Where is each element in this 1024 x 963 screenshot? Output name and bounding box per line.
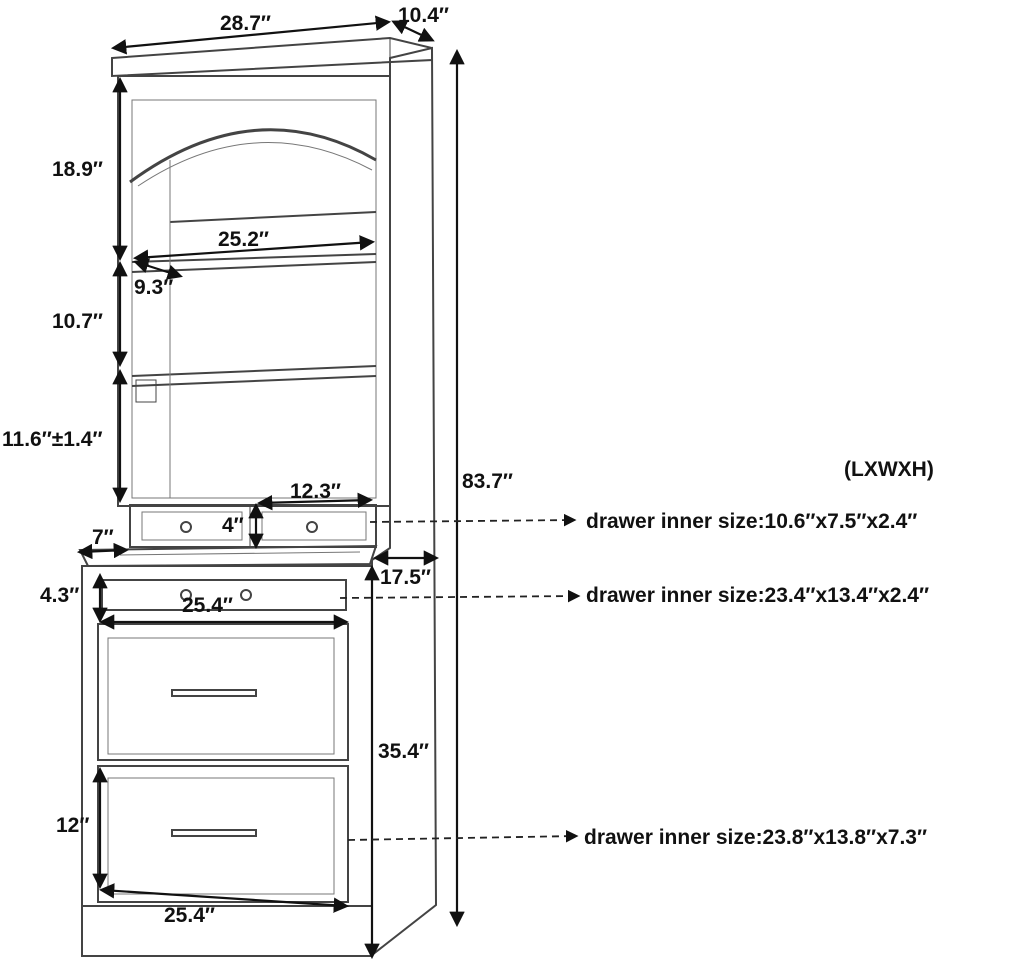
shelf-width-label: 25.2″ bbox=[218, 228, 269, 251]
small-drawer-width-label: 12.3″ bbox=[290, 480, 341, 503]
file-drawer-width-label: 25.4″ bbox=[164, 904, 215, 927]
upper-section-height-label: 18.9″ bbox=[52, 158, 103, 181]
drawer-note-middle: drawer inner size:23.4″x13.4″x2.4″ bbox=[586, 584, 929, 607]
total-height-label: 83.7″ bbox=[462, 470, 513, 493]
file-drawer-height-label: 12″ bbox=[56, 814, 89, 837]
dimension-arrows bbox=[76, 15, 465, 960]
small-drawer-height-label: 4″ bbox=[222, 514, 244, 537]
counter-overhang-label: 7″ bbox=[92, 526, 114, 549]
drawer-note-leaders bbox=[339, 513, 581, 843]
dimension-labels: 28.7″ 10.4″ 18.9″ 25.2″ 9.3″ 10.7″ 11.6″… bbox=[2, 4, 513, 927]
base-height-label: 35.4″ bbox=[378, 740, 429, 763]
drawer-note-file: drawer inner size:23.8″x13.8″x7.3″ bbox=[584, 826, 927, 849]
shelf-depth-label: 9.3″ bbox=[134, 276, 173, 299]
drawer-note-small: drawer inner size:10.6″x7.5″x2.4″ bbox=[586, 510, 917, 533]
lxwxh-legend: (LXWXH) bbox=[844, 458, 934, 481]
top-depth-label: 10.4″ bbox=[398, 4, 449, 27]
middle-drawer-width-label: 25.4″ bbox=[182, 594, 233, 617]
base-depth-label: 17.5″ bbox=[380, 566, 431, 589]
drawer-notes: (LXWXH) drawer inner size:10.6″x7.5″x2.4… bbox=[584, 458, 934, 849]
adjustable-shelf-height-label: 11.6″±1.4″ bbox=[2, 428, 103, 451]
top-width-label: 28.7″ bbox=[220, 12, 271, 35]
bookshelf-drawing bbox=[78, 36, 438, 958]
middle-drawer-height-label: 4.3″ bbox=[40, 584, 79, 607]
shelf-gap-height-label: 10.7″ bbox=[52, 310, 103, 333]
